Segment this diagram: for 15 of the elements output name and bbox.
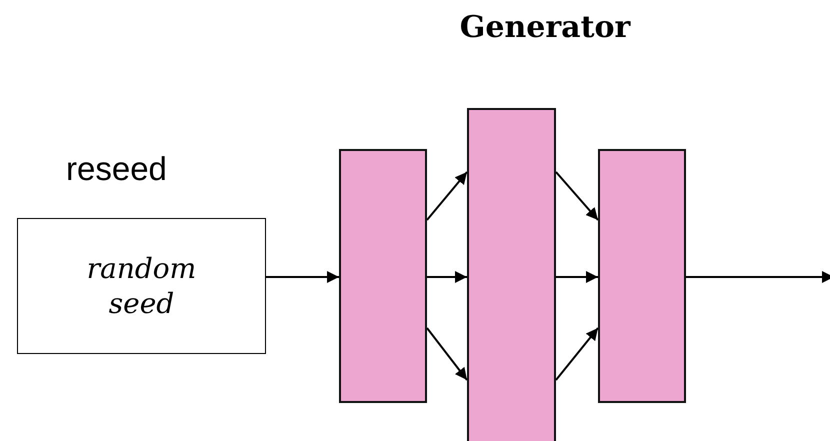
arrow	[426, 171, 468, 221]
arrow	[556, 271, 598, 283]
reseed-label: reseed	[66, 150, 167, 188]
layer-block	[339, 149, 427, 403]
layer-block	[467, 108, 556, 441]
input-box	[17, 218, 266, 354]
arrow	[686, 271, 830, 283]
arrow	[555, 171, 599, 221]
arrow	[426, 327, 468, 381]
diagram-title: Generator	[458, 10, 632, 45]
arrow	[266, 271, 339, 283]
layer-block	[598, 149, 686, 403]
seed-text: random seed	[86, 251, 198, 321]
arrow	[555, 327, 599, 381]
arrow	[427, 271, 467, 283]
